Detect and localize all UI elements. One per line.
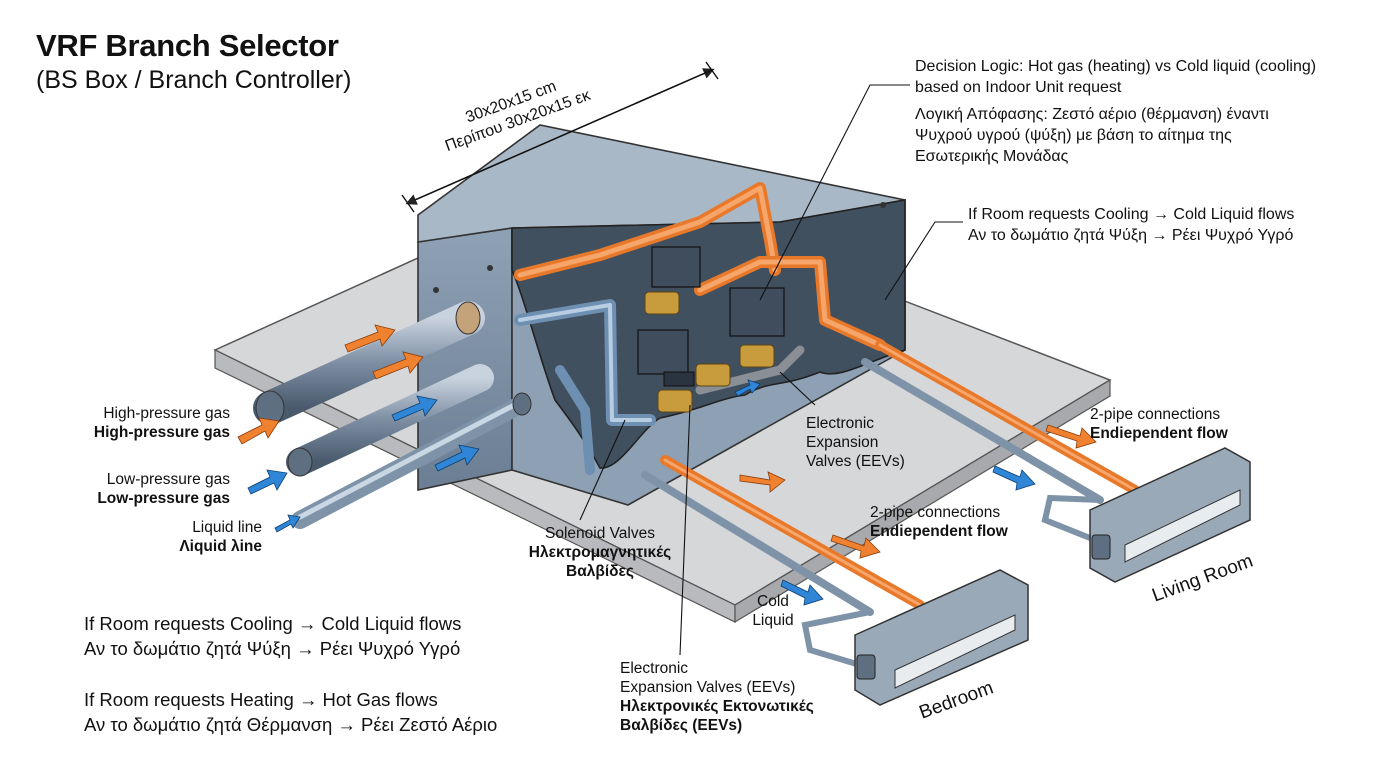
liquid-line-label: Liquid line Λiquid λine bbox=[110, 518, 262, 556]
heating-note-el: Αν το δωμάτιο ζητά Θέρμανση → Ρέει Ζεστό… bbox=[84, 714, 498, 735]
two-pipe-bedroom-2: Endiependent flow bbox=[870, 523, 1008, 540]
interior-piping bbox=[514, 182, 886, 475]
two-pipe-living-2: Endiependent flow bbox=[1090, 425, 1228, 442]
heating-note-en: If Room requests Heating → Hot Gas flows bbox=[84, 689, 438, 710]
decision-logic-el-2: Ψυχρού υγρού (ψύξη) με βάση το αίτημα τη… bbox=[915, 127, 1232, 144]
two-pipe-bedroom-label: 2-pipe connections Endiependent flow bbox=[870, 503, 1008, 541]
dimension-line bbox=[401, 61, 719, 213]
eev-bottom-2: Expansion Valves (EEVs) bbox=[620, 679, 796, 696]
solenoid-en: Solenoid Valves bbox=[544, 525, 655, 542]
heating-note: If Room requests Heating → Hot Gas flows… bbox=[84, 687, 497, 737]
low-pressure-gas-el: Low-pressure gas bbox=[97, 490, 230, 507]
decision-logic-el-1: Λογική Απόφασης: Ζεστό αέριο (θέρμανση) … bbox=[915, 106, 1269, 123]
liquid-line-en: Liquid line bbox=[192, 519, 262, 536]
cooling-note-en: If Room requests Cooling → Cold Liquid f… bbox=[84, 613, 462, 634]
two-pipe-living-label: 2-pipe connections Endiependent flow bbox=[1090, 405, 1228, 443]
cold-liquid-1: Cold bbox=[757, 593, 789, 610]
eev-bottom-label: Electronic Expansion Valves (EEVs) Ηλεκτ… bbox=[620, 659, 814, 735]
cold-liquid-2: Liquid bbox=[752, 612, 794, 629]
eev-bottom-1: Electronic bbox=[620, 660, 689, 677]
decision-logic-el-3: Εσωτερικής Μονάδας bbox=[915, 148, 1069, 165]
low-pressure-gas-label: Low-pressure gas Low-pressure gas bbox=[60, 470, 230, 508]
solenoid-valve-blocks bbox=[637, 246, 785, 413]
high-pressure-gas-el: High-pressure gas bbox=[93, 424, 230, 441]
cooling-note: If Room requests Cooling → Cold Liquid f… bbox=[84, 611, 461, 661]
eev-top-3: Valves (EEVs) bbox=[806, 453, 905, 470]
solenoid-el-2: Βαλβίδες bbox=[566, 563, 634, 580]
decision-logic-callout: Decision Logic: Hot gas (heating) vs Col… bbox=[915, 56, 1316, 167]
decision-logic-en-2: based on Indoor Unit request bbox=[915, 79, 1122, 96]
eev-bottom-3: Ηλεκτρονικές Εκτονωτικές bbox=[620, 698, 814, 715]
bedroom-unit bbox=[854, 569, 1029, 706]
eev-bottom-4: Βαλβίδες (EEVs) bbox=[620, 717, 743, 734]
low-pressure-gas-en: Low-pressure gas bbox=[106, 471, 230, 488]
living-room-unit bbox=[1089, 447, 1251, 583]
branch-pipes bbox=[641, 340, 1140, 668]
eev-top-2: Expansion bbox=[806, 434, 879, 451]
two-pipe-bedroom-1: 2-pipe connections bbox=[870, 504, 1001, 521]
flow-arrows bbox=[237, 324, 1097, 606]
cold-liquid-label: Cold Liquid bbox=[740, 592, 806, 630]
page-subtitle: (BS Box / Branch Controller) bbox=[36, 66, 352, 94]
liquid-line-el: Λiquid λine bbox=[179, 538, 262, 555]
cooling-callout-el: Αν το δωμάτιο ζητά Ψύξη → Ρέει Ψυχρό Υγρ… bbox=[968, 227, 1294, 244]
solenoid-el-1: Ηλεκτρομαγνητικές bbox=[528, 544, 672, 561]
decision-logic-en-1: Decision Logic: Hot gas (heating) vs Col… bbox=[915, 58, 1317, 75]
two-pipe-living-1: 2-pipe connections bbox=[1090, 406, 1221, 423]
high-pressure-gas-en: High-pressure gas bbox=[103, 405, 230, 422]
page-title: VRF Branch Selector bbox=[36, 28, 339, 63]
high-pressure-gas-label: High-pressure gas High-pressure gas bbox=[60, 404, 230, 442]
leader-lines bbox=[579, 84, 963, 656]
cooling-callout-en: If Room requests Cooling → Cold Liquid f… bbox=[968, 206, 1295, 223]
cooling-callout: If Room requests Cooling → Cold Liquid f… bbox=[968, 204, 1294, 246]
solenoid-valves-label: Solenoid Valves Ηλεκτρομαγνητικές Βαλβίδ… bbox=[520, 524, 680, 581]
cooling-note-el: Αν το δωμάτιο ζητά Ψύξη → Ρέει Ψυχρό Υγρ… bbox=[84, 638, 461, 659]
inlet-pipes bbox=[253, 301, 532, 529]
eev-top-1: Electronic bbox=[806, 415, 875, 432]
eev-top-label: Electronic Expansion Valves (EEVs) bbox=[806, 414, 905, 471]
